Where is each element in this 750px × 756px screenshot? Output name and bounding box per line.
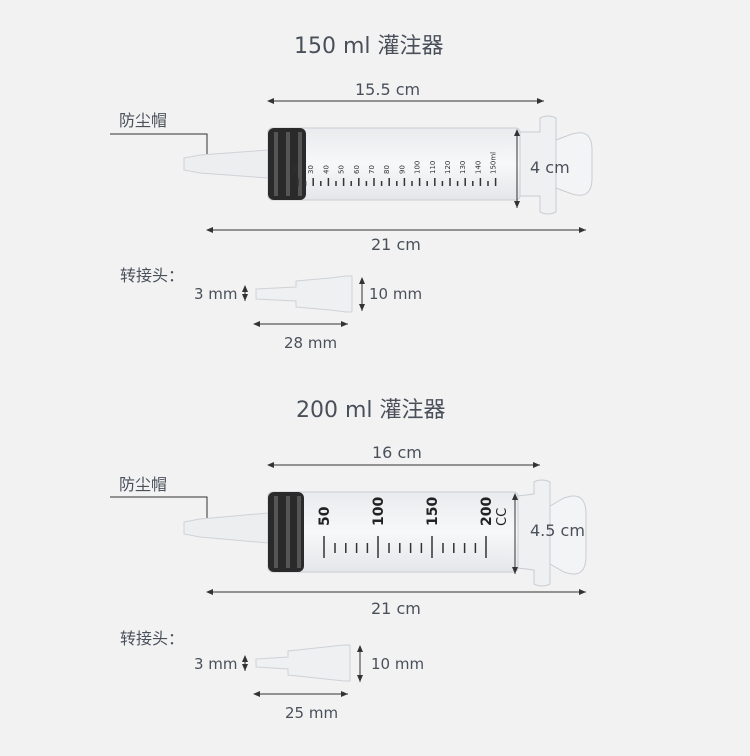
section1-title: 150 ml 灌注器 [294, 34, 444, 59]
adapter-length-label: 25 mm [285, 704, 339, 722]
diameter-label: 4 cm [530, 158, 570, 177]
scale-mark-label: 200 [479, 497, 495, 526]
diameter-label: 4.5 cm [530, 521, 585, 540]
length-label: 15.5 cm [355, 80, 421, 99]
scale-mark-label: 30 [307, 165, 315, 174]
scale-mark-label: 60 [353, 165, 361, 174]
adapter-label: 转接头： [120, 629, 185, 648]
total-length-label: 21 cm [371, 235, 421, 254]
nozzle [183, 512, 269, 544]
scale-mark-label: 80 [383, 165, 391, 174]
nozzle [183, 149, 269, 179]
adapter-height-label: 10 mm [371, 655, 425, 673]
scale-mark-label: 110 [429, 161, 437, 174]
scale-ticks [323, 536, 487, 558]
adapter-shape [255, 275, 353, 313]
section2-title: 200 ml 灌注器 [296, 398, 446, 423]
scale-mark-label: 140 [474, 161, 482, 174]
scale-mark-label: 150 [425, 497, 441, 526]
scale-mark-label: 50 [338, 165, 346, 174]
scale-mark-label: 50 [317, 506, 333, 526]
cap-leader-line [110, 496, 208, 527]
plunger-thumb [549, 495, 587, 575]
adapter-label: 转接头： [120, 266, 185, 285]
scale-mark-label: 20 [292, 165, 300, 174]
adapter-28mm [242, 275, 365, 327]
adapter-height-label: 10 mm [369, 285, 423, 303]
tip-label: 3 mm [194, 655, 238, 673]
adapter-25mm [242, 644, 363, 697]
scale-mark-label: 70 [368, 165, 376, 174]
scale-mark-label: 130 [459, 161, 467, 174]
syringe-150ml [110, 98, 593, 233]
scale-mark-label: 150ml [490, 152, 498, 174]
plunger-thumb [555, 132, 593, 196]
syringe-200ml [110, 462, 587, 595]
cap-label: 防尘帽 [119, 111, 168, 130]
adapter-length-label: 28 mm [284, 334, 338, 352]
barrel-flange [519, 115, 557, 215]
cap-label: 防尘帽 [119, 475, 168, 494]
scale-mark-label: 100 [371, 497, 387, 526]
unit-mark: CC [495, 508, 510, 526]
length-label: 16 cm [372, 443, 422, 462]
total-length-label: 21 cm [371, 599, 421, 618]
barrel-flange [517, 479, 551, 587]
scale-mark-label: 40 [322, 165, 330, 174]
scale-mark-label: 120 [444, 161, 452, 174]
scale-mark-label: 90 [398, 165, 406, 174]
tip-label: 3 mm [194, 285, 238, 303]
adapter-shape [255, 644, 351, 682]
scale-ticks [297, 178, 497, 186]
scale-mark-label: 100 [414, 161, 422, 174]
